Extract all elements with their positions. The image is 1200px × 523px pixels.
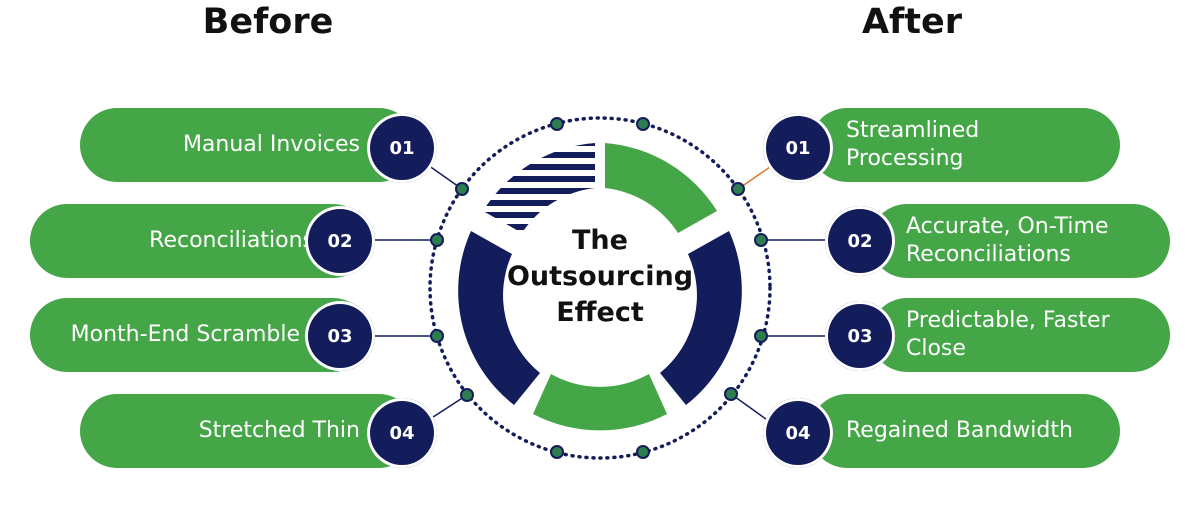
after-item-03-label-line2: Close — [906, 336, 966, 361]
after-badge-01: 01 — [763, 113, 833, 183]
before-item-04-label: Stretched Thin — [198, 418, 360, 443]
after-item-02-label-line2: Reconciliations — [906, 242, 1071, 267]
ring-node-after-04 — [724, 387, 738, 401]
right-connectors — [730, 166, 826, 423]
ring-node-top-left — [550, 117, 564, 131]
before-badge-01: 01 — [367, 113, 437, 183]
ring-node-before-02 — [430, 233, 444, 247]
center-title-line3: Effect — [556, 297, 644, 328]
after-item-02: Accurate, On-Time Reconciliations — [870, 204, 1170, 278]
after-badge-02: 02 — [825, 206, 895, 276]
before-badge-04: 04 — [367, 398, 437, 468]
ring-segment-navy-right — [660, 231, 742, 405]
center-title-line1: The — [572, 225, 628, 256]
before-item-01-label: Manual Invoices — [182, 132, 360, 157]
left-connectors — [375, 162, 468, 420]
connector-after-04 — [730, 393, 771, 423]
after-item-01: Streamlined Processing — [810, 108, 1120, 182]
after-item-03-label-line1: Predictable, Faster — [906, 308, 1110, 333]
ring-node-before-01 — [455, 182, 469, 196]
center-title-line2: Outsourcing — [506, 261, 694, 292]
before-item-02-label: Reconciliations — [149, 228, 314, 253]
before-item-04: Stretched Thin — [80, 394, 416, 468]
ring-node-after-02 — [754, 233, 768, 247]
ring-node-after-01 — [731, 182, 745, 196]
before-item-03-label: Month-End Scramble — [70, 322, 300, 347]
ring-segment-navy-left — [458, 231, 540, 405]
ring-node-bottom-left — [550, 445, 564, 459]
ring-node-after-03 — [754, 329, 768, 343]
dotted-outer-ring — [428, 116, 772, 460]
ring-node-before-04 — [460, 388, 474, 402]
after-item-03: Predictable, Faster Close — [870, 298, 1170, 372]
before-item-01: Manual Invoices — [80, 108, 416, 182]
after-item-01-label-line2: Processing — [846, 146, 964, 171]
connector-before-04 — [429, 394, 468, 420]
before-badge-03: 03 — [305, 301, 375, 371]
after-badge-03: 03 — [825, 301, 895, 371]
after-badge-04: 04 — [763, 398, 833, 468]
ring-segment-striped — [483, 143, 595, 230]
ring-nodes — [430, 117, 768, 459]
before-heading: Before — [202, 2, 334, 42]
ring-node-before-03 — [430, 329, 444, 343]
before-badge-02: 02 — [305, 206, 375, 276]
after-item-01-label-line1: Streamlined — [846, 118, 980, 143]
after-item-04-label: Regained Bandwidth — [846, 418, 1073, 443]
ring-node-top-right — [636, 117, 650, 131]
after-heading: After — [861, 2, 963, 42]
center-title: The Outsourcing Effect — [480, 223, 720, 331]
after-item-04: Regained Bandwidth — [810, 394, 1120, 468]
ring-segment-green-top — [605, 143, 717, 233]
ring-segment-green-bottom — [533, 374, 667, 431]
after-item-02-label-line1: Accurate, On-Time — [906, 214, 1109, 239]
ring-node-bottom-right — [636, 445, 650, 459]
